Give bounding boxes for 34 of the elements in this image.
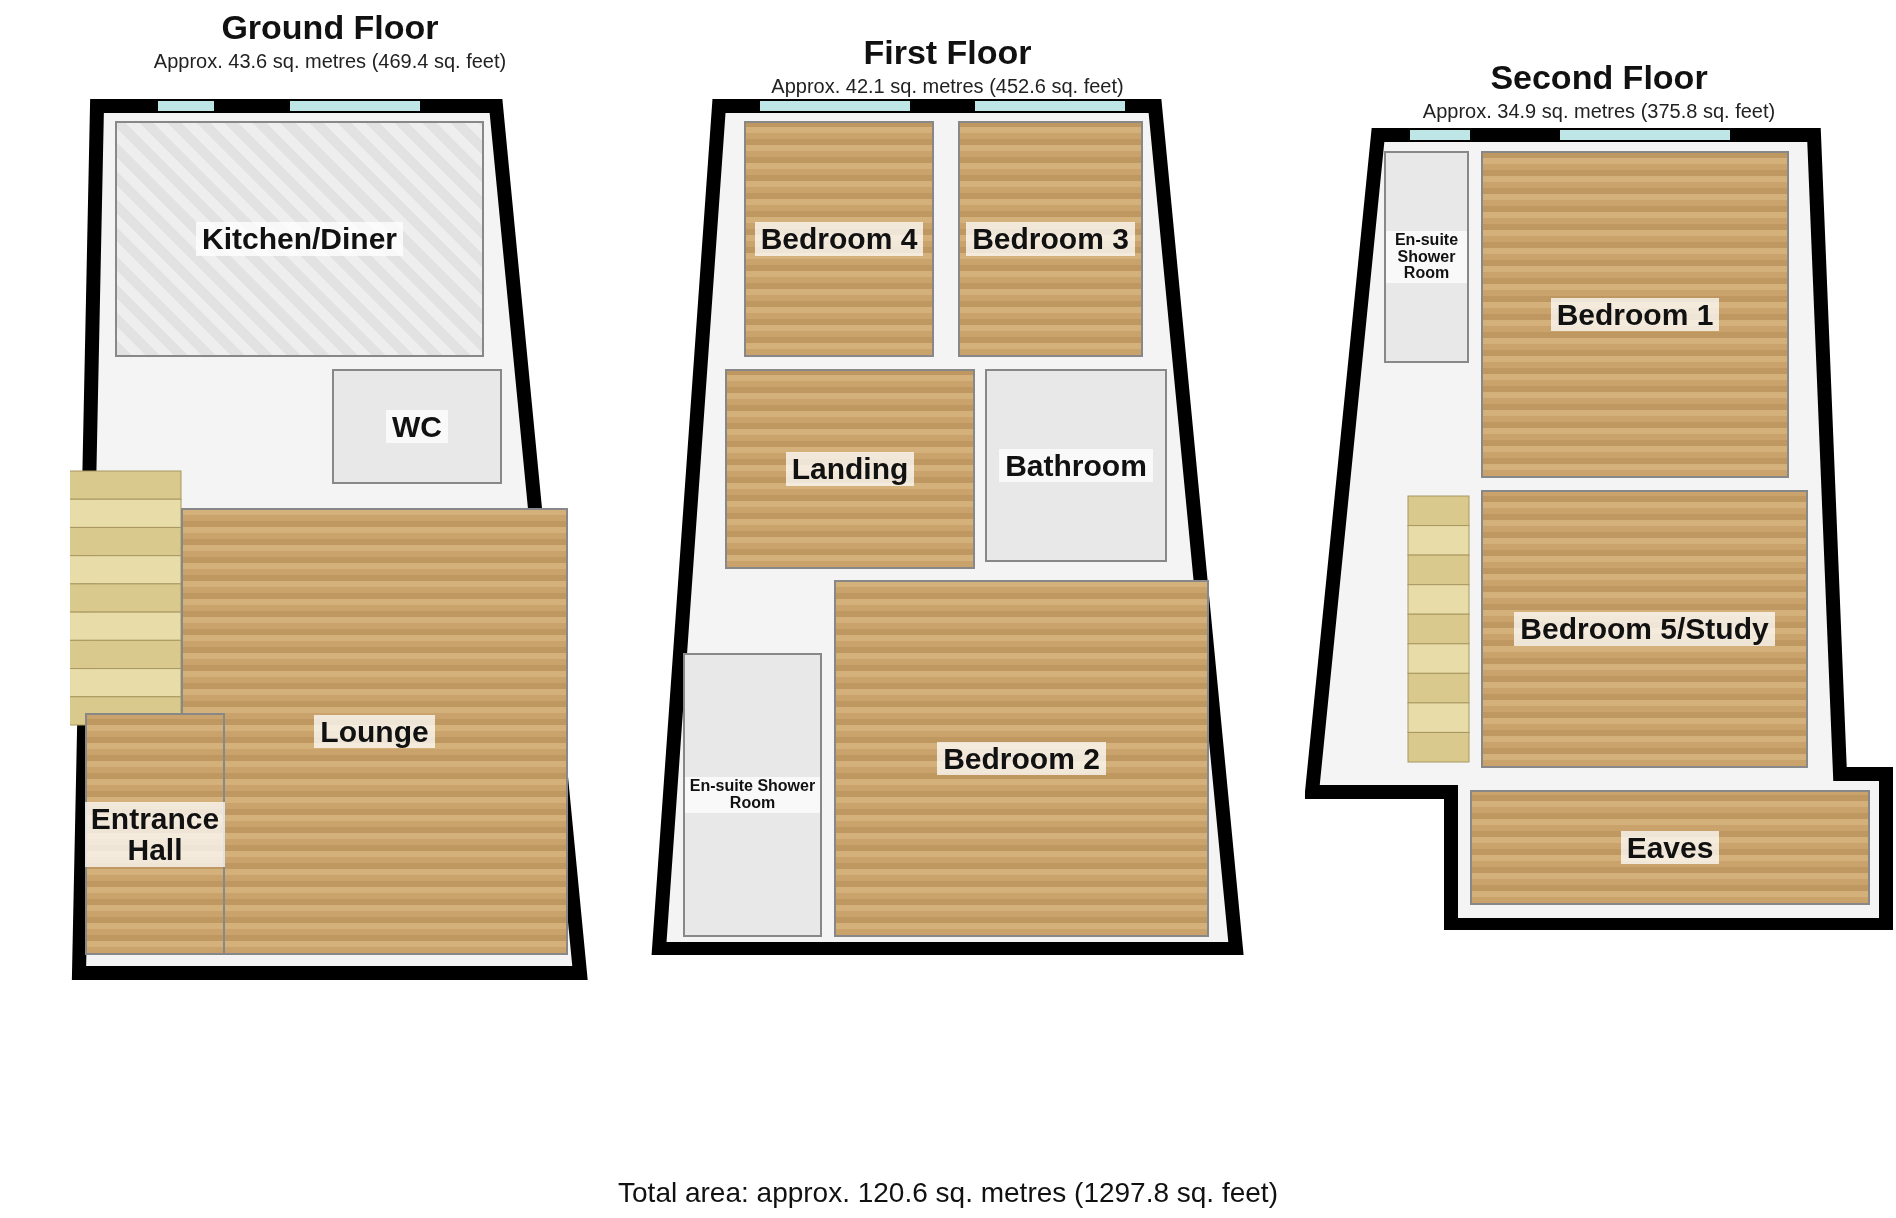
room-label: Eaves (1620, 830, 1720, 865)
room-label: Bathroom (999, 448, 1153, 483)
room (332, 369, 502, 484)
room-label: Bedroom 4 (754, 222, 924, 256)
room (1384, 151, 1469, 363)
room (834, 580, 1209, 937)
room-label: Lounge (314, 714, 435, 749)
room-label: Kitchen/Diner (196, 222, 403, 256)
room-label: Bedroom 2 (937, 741, 1106, 776)
floor-area-label: Approx. 42.1 sq. metres (452.6 sq. feet) (770, 75, 1125, 98)
floor-heading: Ground Floor (220, 8, 440, 47)
room (683, 653, 822, 937)
room-label: Bedroom 1 (1550, 297, 1720, 332)
room-label: En-suite Shower Room (1386, 230, 1467, 284)
floor-heading: Second Floor (1489, 58, 1709, 97)
room (1470, 790, 1870, 905)
room (725, 369, 975, 569)
room (958, 121, 1143, 357)
total-area-label: Total area: approx. 120.6 sq. metres (1297.8 sq. feet) (617, 1177, 1279, 1209)
room (985, 369, 1167, 562)
room-label: En-suite Shower Room (685, 777, 820, 813)
floor-heading: First Floor (862, 33, 1033, 72)
room (744, 121, 934, 357)
room-label: Landing (785, 452, 915, 486)
room (85, 713, 225, 955)
room-label: Bedroom 5/Study (1514, 612, 1775, 646)
room-label: WC (386, 409, 448, 444)
floor-area-label: Approx. 43.6 sq. metres (469.4 sq. feet) (152, 50, 508, 73)
floor-area-label: Approx. 34.9 sq. metres (375.8 sq. feet) (1421, 100, 1777, 123)
room-label: Entrance Hall (84, 801, 226, 867)
room (1481, 490, 1808, 768)
room (115, 121, 484, 357)
room (1481, 151, 1789, 478)
room-label: Bedroom 3 (966, 222, 1135, 256)
